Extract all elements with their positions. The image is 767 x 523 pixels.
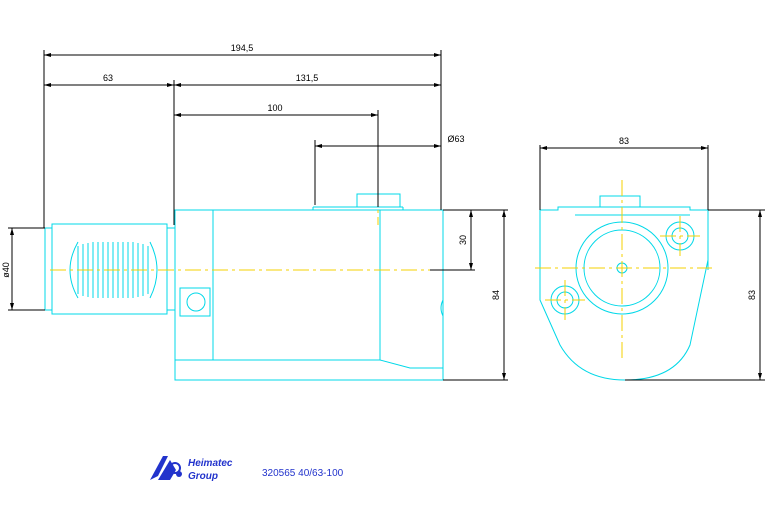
side-view: [44, 190, 444, 381]
dim-body-length: 131,5: [296, 73, 319, 83]
logo-mark-icon: [150, 456, 182, 480]
dim-shank-diameter: ø40: [1, 262, 11, 278]
dim-end-height: 83: [747, 290, 757, 300]
logo-line1: Heimatec: [188, 458, 233, 469]
dim-center-height: 30: [458, 235, 468, 245]
dim-spindle-offset: 100: [267, 103, 282, 113]
dim-body-diameter: Ø63: [447, 134, 464, 144]
end-view: [535, 180, 712, 381]
dimension-labels: 194,5 63 131,5 100 Ø63 ø40 30 84 83 83: [1, 43, 757, 300]
part-number: 320565 40/63-100: [262, 468, 344, 479]
logo-line2: Group: [188, 471, 218, 482]
tool-body: [174, 193, 444, 381]
shank: [44, 223, 176, 315]
dim-body-height: 84: [491, 290, 501, 300]
dim-total-length: 194,5: [231, 43, 254, 53]
dim-end-width: 83: [619, 136, 629, 146]
dimension-lines: [8, 50, 765, 381]
dim-shank-length: 63: [103, 73, 113, 83]
company-logo: Heimatec Group: [150, 456, 233, 482]
